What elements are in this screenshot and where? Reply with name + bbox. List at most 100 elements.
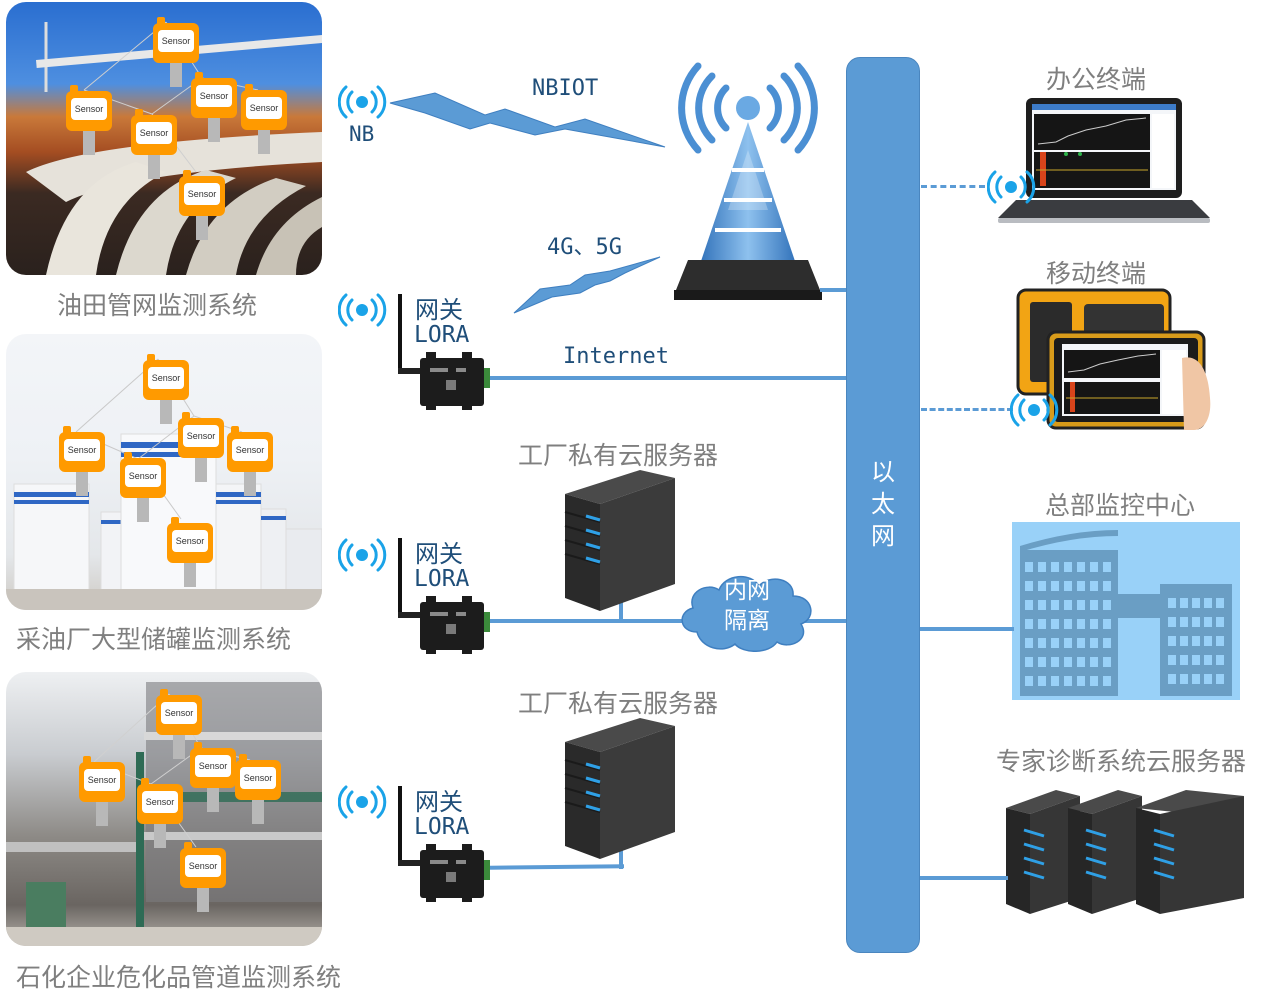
nbiot-label: NBIOT	[532, 76, 599, 101]
mobile-terminal-label: 移动终端	[1046, 259, 1147, 288]
window	[1192, 617, 1200, 627]
gateway-title: 网关	[415, 540, 463, 568]
sensor-node: Sensor	[153, 17, 199, 87]
site-photo-storage-tanks: Sensor Sensor Sensor Sensor Sensor Senso…	[6, 334, 322, 610]
intranet-isolation-cloud: 内网 隔离	[673, 568, 821, 652]
window	[1216, 655, 1224, 665]
window	[1090, 581, 1098, 591]
window	[1064, 638, 1072, 648]
internet-link	[490, 376, 848, 380]
window	[1103, 676, 1111, 686]
rugged-tablet-icon	[1016, 288, 1211, 430]
hq-building-icon	[1012, 522, 1240, 700]
window	[1090, 676, 1098, 686]
wireless-signal-icon	[987, 170, 1036, 204]
window	[1077, 600, 1085, 610]
window	[1025, 657, 1033, 667]
window	[1204, 636, 1212, 646]
window	[1077, 638, 1085, 648]
sensor-node: Sensor	[241, 84, 287, 154]
window	[1090, 600, 1098, 610]
gateway-protocol: LORA	[414, 322, 470, 348]
window	[1103, 600, 1111, 610]
window	[1168, 636, 1176, 646]
window	[1038, 657, 1046, 667]
window	[1064, 676, 1072, 686]
expert-ethernet-link	[920, 876, 1008, 880]
sensor-node: Sensor	[79, 756, 125, 826]
sensor-node: Sensor	[227, 426, 273, 496]
sensor-node: Sensor	[180, 842, 226, 912]
private-server-label: 工厂私有云服务器	[518, 441, 719, 470]
window	[1090, 638, 1098, 648]
private-server-icon	[564, 718, 675, 859]
cell-tower-icon	[674, 62, 822, 300]
window	[1103, 562, 1111, 572]
mobile-wireless-link	[921, 408, 1013, 411]
ethernet-backbone: 以 太 网	[846, 57, 920, 953]
window	[1051, 619, 1059, 629]
window	[1090, 562, 1098, 572]
window	[1025, 600, 1033, 610]
window	[1038, 562, 1046, 572]
window	[1025, 638, 1033, 648]
sensor-node: Sensor	[191, 72, 237, 142]
window	[1216, 674, 1224, 684]
window	[1192, 674, 1200, 684]
window	[1064, 657, 1072, 667]
site-photo-oilfield: Sensor Sensor Sensor Sensor Sensor Senso…	[6, 2, 322, 275]
gateway-title: 网关	[415, 788, 463, 816]
gateway-protocol: LORA	[414, 566, 470, 592]
window	[1192, 636, 1200, 646]
intranet-ethernet-link	[800, 619, 848, 623]
site-caption-oilfield: 油田管网监测系统	[57, 291, 258, 320]
window	[1025, 619, 1033, 629]
window	[1168, 674, 1176, 684]
window	[1103, 657, 1111, 667]
window	[1180, 674, 1188, 684]
internet-label: Internet	[563, 344, 669, 369]
private-server-icon	[564, 470, 675, 611]
site-caption-storage-tanks: 采油厂大型储罐监测系统	[16, 625, 292, 654]
intranet-link	[490, 619, 690, 623]
window	[1192, 598, 1200, 608]
window	[1051, 581, 1059, 591]
hq-ethernet-link	[920, 627, 1014, 631]
window	[1025, 581, 1033, 591]
ethernet-label-char: 网	[871, 522, 895, 550]
window	[1192, 655, 1200, 665]
wireless-signal-icon	[338, 538, 387, 572]
window	[1216, 617, 1224, 627]
window	[1103, 581, 1111, 591]
office-wireless-link	[921, 185, 985, 188]
sensor-node: Sensor	[167, 517, 213, 587]
cellular-wireless-link	[513, 256, 661, 314]
sensor-node: Sensor	[190, 742, 236, 812]
sensor-node: Sensor	[66, 85, 112, 155]
sensor-node: Sensor	[143, 354, 189, 424]
private-server-link	[489, 864, 625, 870]
window	[1038, 619, 1046, 629]
window	[1216, 636, 1224, 646]
site-caption-petrochemical: 石化企业危化品管道监测系统	[16, 963, 342, 992]
window	[1051, 657, 1059, 667]
window	[1077, 562, 1085, 572]
window	[1025, 562, 1033, 572]
window	[1168, 598, 1176, 608]
lora-gateway-device	[398, 538, 490, 654]
sensor-node: Sensor	[131, 109, 177, 179]
window	[1077, 581, 1085, 591]
lora-gateway-device	[398, 786, 490, 902]
gateway-title: 网关	[415, 296, 463, 324]
office-terminal-label: 办公终端	[1046, 65, 1147, 94]
private-server-uplink	[619, 590, 623, 622]
cloud-icon	[681, 576, 812, 652]
sensor-node: Sensor	[178, 412, 224, 482]
expert-server-label: 专家诊断系统云服务器	[996, 747, 1247, 776]
wireless-signal-icon	[338, 293, 387, 327]
window	[1090, 657, 1098, 667]
wireless-signal-icon	[1010, 393, 1059, 427]
window	[1204, 655, 1212, 665]
window	[1038, 600, 1046, 610]
cellular-label: 4G、5G	[547, 235, 622, 260]
